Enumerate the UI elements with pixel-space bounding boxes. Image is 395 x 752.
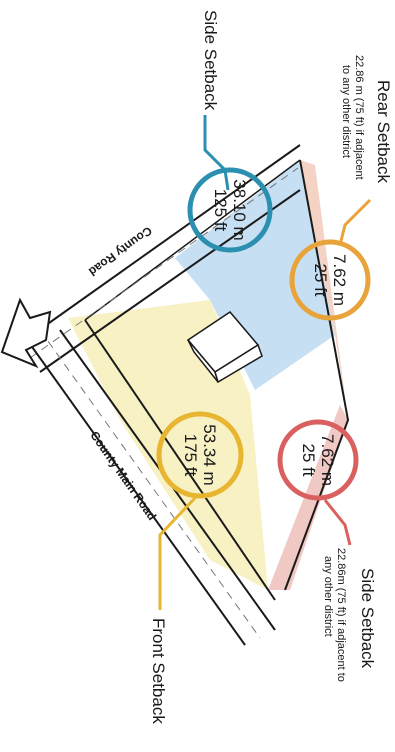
side-south-value-ft: 25 ft [299,443,318,476]
side-north-value-ft: 125 ft [211,189,230,232]
side-south-title: Side Setback [358,568,377,669]
side-south-note-1: 22.86m (75 ft) if adjacent to [335,548,347,682]
front-value-m: 53.34 m [200,424,219,485]
side-north-leader [203,115,230,191]
rear-setback-circle [289,239,371,321]
front-setback-circle [156,411,244,499]
rear-note-2: to any other district [340,65,352,158]
front-value-ft: 175 ft [181,434,200,477]
rear-note-1: 22.86 m (75 ft) if adjacent [353,55,365,180]
county-road-label: County Road [86,224,155,279]
rear-value-m: 7.62 m [330,254,349,306]
side-north-title: Side Setback [201,10,220,111]
rear-leader [338,198,372,246]
rear-title: Rear Setback [374,80,393,183]
front-title: Front Setback [149,618,168,724]
building-icon [186,311,263,384]
side-setback-north-circle [187,167,273,253]
road-arrow-icon [0,297,52,369]
side-setback-south-circle [277,419,359,501]
side-south-note-2: any other district [322,556,334,637]
rear-value-ft: 25 ft [311,263,330,296]
side-north-value-m: 38.10 m [230,179,249,240]
side-south-value-m: 7.62 m [318,434,337,486]
front-leader [158,496,197,610]
side-south-leader [323,499,352,546]
parcel-front-line [84,319,276,601]
side-setback-zone-north [175,160,335,390]
